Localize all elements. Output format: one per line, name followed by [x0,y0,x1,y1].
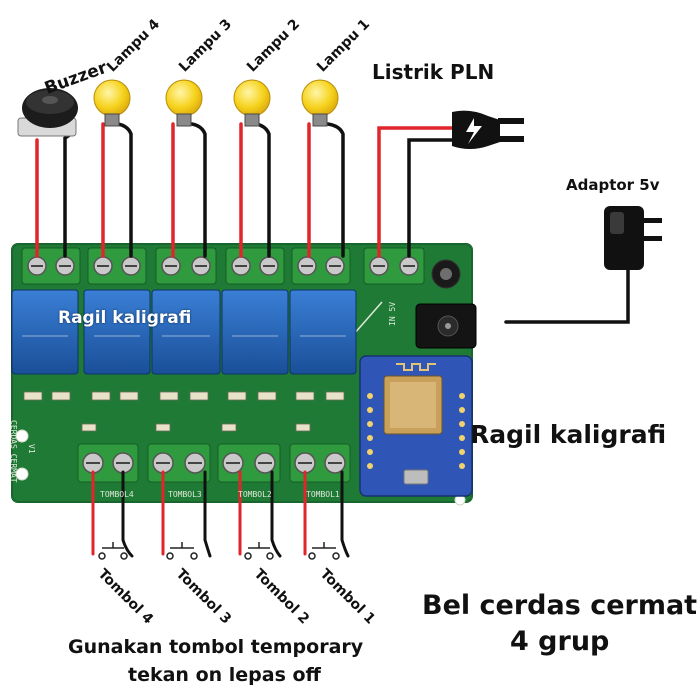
board-tombol3: TOMBOL3 [168,490,202,499]
button-wires [91,470,350,558]
board-tombol2: TOMBOL2 [238,490,272,499]
note-line-2: tekan on lepas off [128,664,321,686]
buzzer-icon [17,88,78,137]
board-version: V1 [27,444,36,454]
label-listrik-pln: Listrik PLN [372,60,495,84]
brand-on-board: Ragil kaligrafi [58,308,192,328]
title-line-1: Bel cerdas cermat [422,590,698,621]
label-adaptor-5v: Adaptor 5v [566,176,660,194]
lamp-3-icon [165,79,203,127]
smd-components [23,391,345,432]
note-line-1: Gunakan tombol temporary [68,636,364,658]
board-name: CERDAS CERMAT [9,420,18,483]
push-button-symbols [98,542,340,560]
mains-plug-icon [452,110,524,149]
lamp-4-icon [93,79,131,127]
lamp-1-icon [301,79,339,127]
lamp-icons [93,79,339,127]
brand-label: Ragil kaligrafi [470,420,667,449]
lamp-2-icon [233,79,271,127]
adaptor-icon [604,206,662,270]
relay-modules [11,289,357,375]
board-tombol1: TOMBOL1 [306,490,340,499]
capacitor [431,259,461,289]
board-power-in: IN 5V [388,301,397,326]
board-tombol4: TOMBOL4 [100,490,134,499]
title-line-2: 4 grup [510,626,610,657]
dc-power-jack [415,303,477,349]
esp8266-module [359,355,473,497]
